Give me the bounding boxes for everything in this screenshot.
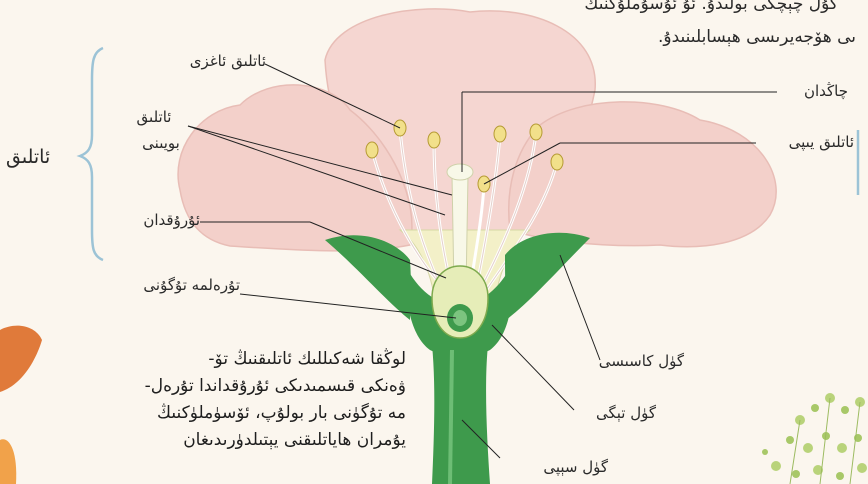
label-filament-1: ئاتلىق xyxy=(120,108,188,127)
label-ovary: ئۇرۇقدان xyxy=(143,211,200,230)
stigma xyxy=(447,164,473,180)
label-filament-2: بويىنى xyxy=(130,134,192,153)
label-anther: ئاتلىق ئاغزى xyxy=(190,52,266,71)
top-text-line-1: گۇل چېچكى بولىدۇ. ئۇ ئۇسۇملۇكنىڭ xyxy=(584,0,838,14)
decorative-leaf xyxy=(0,326,42,392)
decorative-leaf-2 xyxy=(0,439,16,484)
stamen-bracket xyxy=(80,48,103,260)
label-pedicel: گۈل سېپى xyxy=(543,458,608,477)
label-ovule: تۇرەلمە تۇگۇنى xyxy=(143,276,240,295)
pedicel xyxy=(432,345,490,484)
label-stigma: چاڭدان xyxy=(804,82,848,101)
stamen-group-label: ئاتلىق xyxy=(6,146,50,168)
decorative-flower-cluster xyxy=(762,393,867,484)
paragraph-line-1: لوڭقا شەكىللىك ئاتلىقنىڭ تۆ- xyxy=(208,347,406,372)
sepal-left xyxy=(325,235,411,320)
label-stalk: ئاتلىق يىپى xyxy=(789,133,854,152)
paragraph-line-2: ۋەنكى قىسمىدىكى ئۇرۇقداندا تۇرەل- xyxy=(145,374,406,399)
paragraph-line-3: مە تۇگۈنى بار بولۇپ، ئۆسۈملۈكنىڭ xyxy=(157,401,406,426)
label-receptacle: گۈل تېگى xyxy=(596,404,656,423)
label-sepal: گۈل كاسىسى xyxy=(599,352,684,371)
sepal-right xyxy=(505,233,590,320)
top-text-line-2: ىى ھۆجەيرىسى ھېسابلىنىدۇ. xyxy=(658,27,856,47)
paragraph-line-4: يۇمران ھاياتلىقنى يېتىلدۈرىدىغان xyxy=(183,428,406,453)
